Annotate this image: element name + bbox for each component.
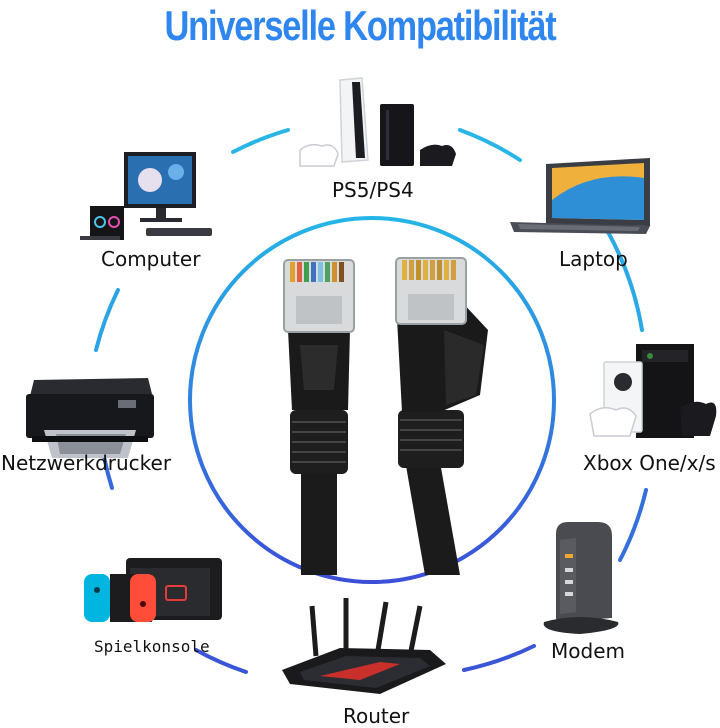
label-ps5: PS5/PS4	[332, 178, 414, 202]
printer-icon	[26, 378, 154, 458]
label-netzwerkdrucker: Netzwerkdrucker	[1, 451, 172, 475]
computer-icon	[80, 152, 212, 240]
xbox-icon	[589, 344, 717, 438]
switch-icon	[84, 558, 222, 622]
page-title: Universelle Kompatibilität	[164, 2, 557, 49]
router-icon	[282, 598, 446, 694]
label-xbox: Xbox One/x/s	[583, 451, 716, 475]
ethernet-cable-left-icon	[283, 259, 355, 575]
console-icon	[299, 77, 456, 167]
label-computer: Computer	[101, 247, 201, 271]
label-modem: Modem	[551, 639, 625, 663]
label-laptop: Laptop	[559, 247, 628, 271]
laptop-icon	[510, 158, 650, 234]
ethernet-cable-right-icon	[395, 257, 488, 575]
modem-icon	[543, 522, 619, 634]
inner-ring	[188, 216, 556, 584]
label-spielkonsole: Spielkonsole	[94, 637, 210, 656]
label-router: Router	[343, 704, 410, 728]
